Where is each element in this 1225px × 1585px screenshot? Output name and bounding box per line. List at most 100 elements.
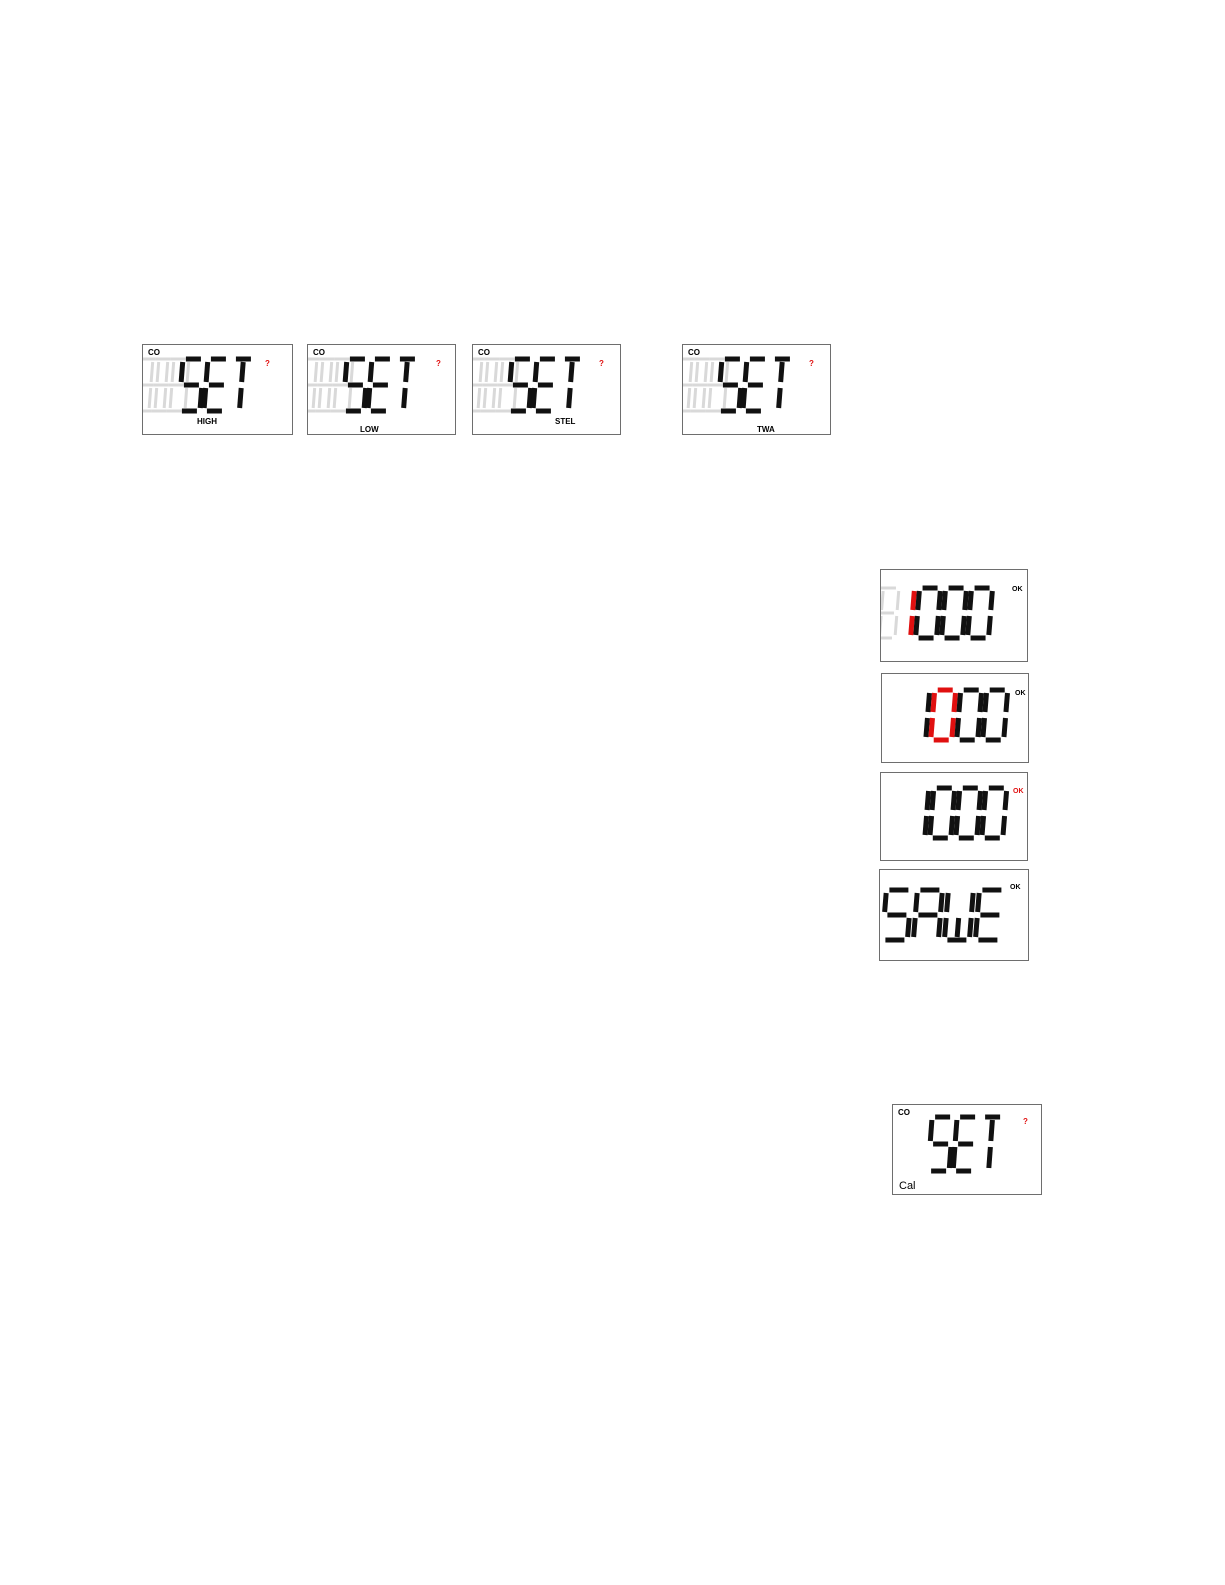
lcd-segment — [982, 816, 984, 835]
lcd-segment — [939, 591, 941, 610]
lcd-segment — [916, 893, 918, 912]
lcd-segment — [501, 362, 503, 382]
lcd-segment — [404, 388, 406, 408]
lcd-segments — [308, 345, 456, 435]
lcd-segment — [709, 388, 711, 408]
lcd-set-cal: CO ? Cal — [892, 1104, 1042, 1195]
gas-label: CO — [148, 348, 160, 357]
query-indicator: ? — [809, 359, 814, 368]
query-indicator: ? — [265, 359, 270, 368]
lcd-segment — [885, 893, 887, 912]
lcd-segment — [989, 1147, 991, 1168]
lcd-segment — [330, 362, 332, 382]
mode-label: TWA — [757, 425, 775, 434]
lcd-segment — [166, 362, 168, 382]
mode-label: HIGH — [197, 417, 217, 426]
ok-indicator: OK — [1012, 586, 1023, 593]
lcd-segment — [947, 893, 949, 912]
lcd-set-low: CO ? LOW — [307, 344, 456, 435]
lcd-segment — [711, 362, 713, 382]
lcd-segment — [495, 362, 497, 382]
lcd-segment — [978, 718, 980, 737]
lcd-segment — [155, 388, 157, 408]
lcd-segments — [881, 570, 1028, 662]
lcd-segment — [726, 362, 728, 382]
lcd-edit-confirm: OK — [880, 772, 1028, 861]
lcd-segment — [181, 362, 183, 382]
lcd-segment — [983, 718, 985, 737]
lcd-segment — [978, 893, 980, 912]
lcd-segment — [925, 816, 927, 835]
lcd-segment — [705, 362, 707, 382]
lcd-segment — [688, 388, 690, 408]
lcd-segments — [143, 345, 293, 435]
lcd-segment — [957, 718, 959, 737]
lcd-segment — [927, 791, 929, 810]
lcd-segment — [991, 1120, 993, 1141]
mode-label: LOW — [360, 425, 379, 434]
lcd-segment — [882, 591, 884, 610]
lcd-set-high: CO ? HIGH — [142, 344, 293, 435]
lcd-segment — [959, 693, 961, 712]
lcd-segment — [172, 362, 174, 382]
lcd-segment — [484, 388, 486, 408]
lcd-segment — [345, 362, 347, 382]
mode-label: STEL — [555, 417, 575, 426]
lcd-segment — [965, 591, 967, 610]
lcd-segment — [958, 791, 960, 810]
query-indicator: ? — [436, 359, 441, 368]
lcd-segment — [743, 388, 745, 408]
lcd-segment — [953, 1147, 955, 1168]
lcd-segment — [945, 918, 947, 937]
lcd-segment — [187, 362, 189, 382]
lcd-segment — [977, 816, 979, 835]
lcd-segment — [206, 362, 208, 382]
lcd-segment — [930, 816, 932, 835]
lcd-segment — [370, 362, 372, 382]
lcd-segment — [1005, 791, 1007, 810]
mode-label: Cal — [899, 1180, 916, 1192]
lcd-segment — [970, 591, 972, 610]
lcd-segment — [1004, 718, 1006, 737]
lcd-segment — [694, 388, 696, 408]
lcd-segment — [908, 918, 910, 937]
lcd-segment — [510, 362, 512, 382]
lcd-segment — [478, 388, 480, 408]
lcd-segment — [533, 388, 535, 408]
lcd-set-stel: CO ? STEL — [472, 344, 621, 435]
lcd-segment — [336, 362, 338, 382]
lcd-segment — [955, 1120, 957, 1141]
lcd-segment — [944, 591, 946, 610]
lcd-segment — [493, 388, 495, 408]
lcd-segment — [931, 718, 933, 737]
lcd-segment — [1006, 693, 1008, 712]
gas-label: CO — [313, 348, 325, 357]
lcd-segment — [954, 693, 956, 712]
lcd-segment — [895, 616, 897, 635]
lcd-segment — [315, 362, 317, 382]
lcd-segment — [930, 1120, 932, 1141]
lcd-segment — [941, 893, 943, 912]
lcd-segment — [349, 388, 351, 408]
lcd-segment — [164, 388, 166, 408]
lcd-segment — [571, 362, 573, 382]
lcd-segment — [720, 362, 722, 382]
lcd-segment — [364, 388, 366, 408]
lcd-segment — [170, 388, 172, 408]
lcd-segment — [690, 362, 692, 382]
lcd-segment — [328, 388, 330, 408]
lcd-segments — [880, 870, 1029, 961]
lcd-segments — [882, 674, 1029, 763]
lcd-segment — [157, 362, 159, 382]
lcd-segment — [989, 616, 991, 635]
lcd-segment — [897, 591, 899, 610]
gas-label: CO — [688, 348, 700, 357]
lcd-segment — [972, 893, 974, 912]
lcd-segment — [913, 591, 915, 610]
lcd-segment — [781, 362, 783, 382]
lcd-segment — [703, 388, 705, 408]
lcd-segment — [724, 388, 726, 408]
lcd-segment — [242, 362, 244, 382]
lcd-segment — [319, 388, 321, 408]
lcd-save: OK — [879, 869, 1029, 961]
